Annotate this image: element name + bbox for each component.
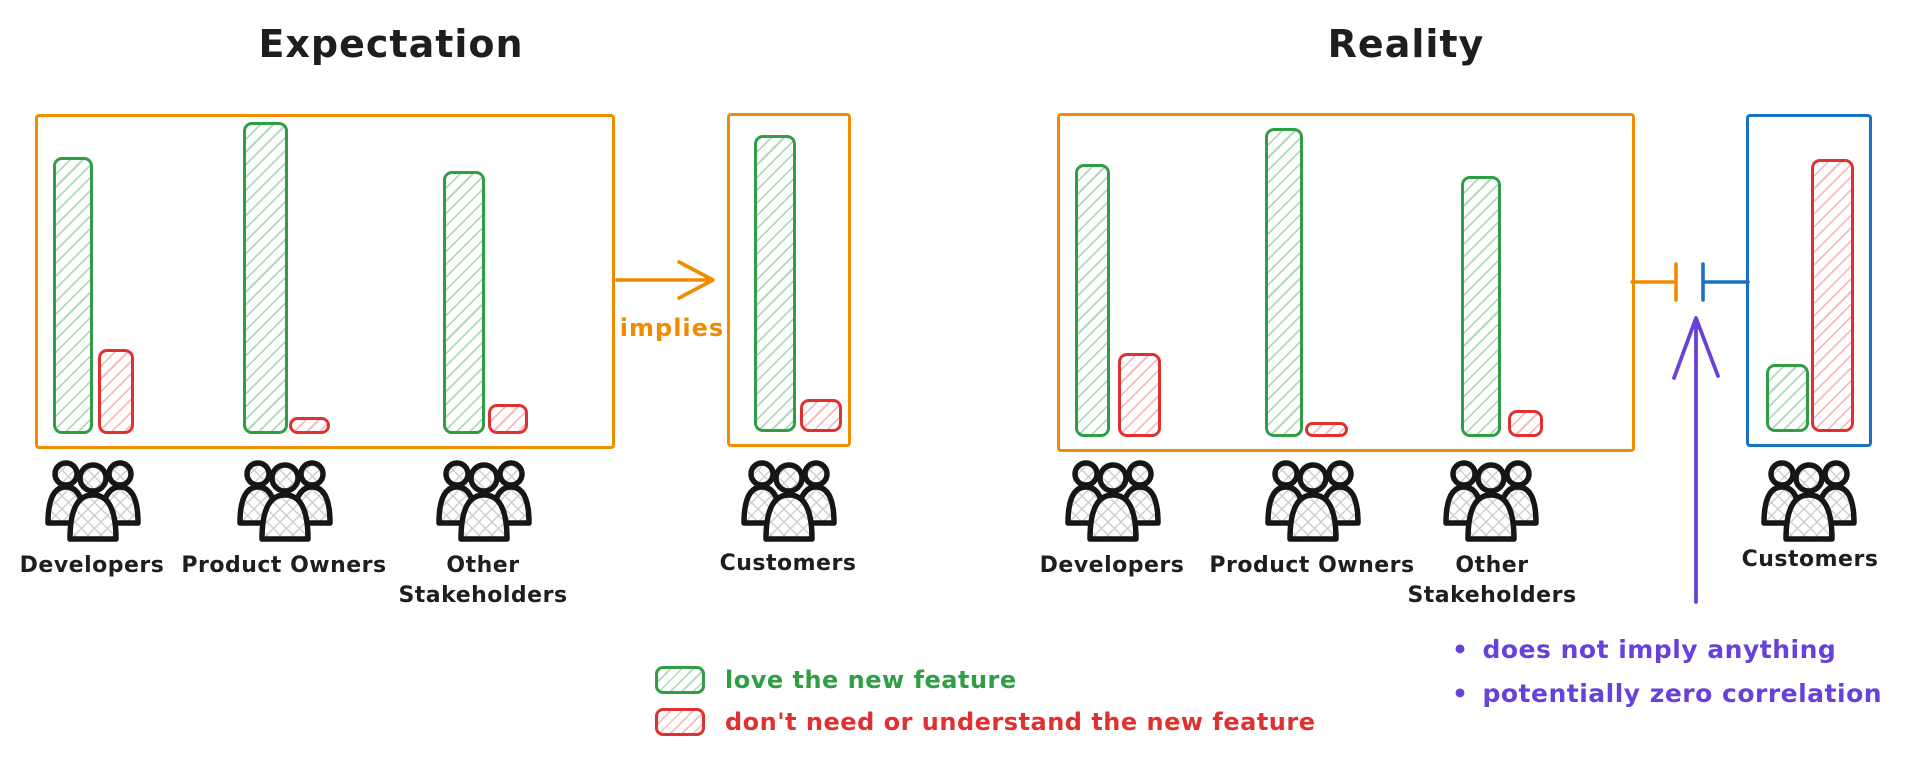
people-group-icon [1752, 457, 1864, 543]
bar-dont-need-feature [289, 417, 330, 434]
people-group-icon [1056, 457, 1168, 543]
label-product-owners: Product Owners [1209, 553, 1415, 578]
people-group-icon [1256, 457, 1368, 543]
bar-love-feature [1766, 364, 1809, 432]
expectation-customers-box [727, 113, 851, 447]
bar-love-feature [243, 122, 288, 434]
people-group-icon [732, 457, 844, 543]
people-group-icon [1434, 457, 1546, 543]
note-item: • does not imply anything [1452, 628, 1882, 672]
people-group-svg [1761, 460, 1857, 542]
people-group-svg [741, 460, 837, 542]
bar-dont-need-feature [800, 399, 842, 432]
bar-love-feature [53, 157, 93, 434]
broken-link-icon [1630, 262, 1750, 302]
note-text: does not imply anything [1482, 635, 1837, 664]
reality-customers-box [1746, 114, 1872, 447]
reality-notes: • does not imply anything • potentially ze… [1452, 628, 1882, 716]
bar-dont-need-feature [1811, 159, 1854, 432]
label-developers: Developers [1039, 553, 1185, 578]
implies-arrow-icon [615, 260, 715, 300]
bar-love-feature [1075, 164, 1110, 437]
people-group-svg [436, 460, 532, 542]
expectation-stakeholders-box [35, 114, 615, 449]
label-customers: Customers [1741, 547, 1879, 572]
legend-item-love: love the new feature [655, 666, 1017, 694]
people-group-svg [45, 460, 141, 542]
note-pointer-arrow-icon [1672, 316, 1720, 604]
note-text: potentially zero correlation [1482, 679, 1883, 708]
bar-dont-need-feature [1305, 422, 1348, 437]
bar-dont-need-feature [98, 349, 134, 434]
people-group-svg [1065, 460, 1161, 542]
people-group-icon [36, 457, 148, 543]
legend-label-dont-need: don't need or understand the new feature [725, 708, 1316, 736]
label-developers: Developers [19, 553, 165, 578]
bar-love-feature [1461, 176, 1501, 437]
bar-love-feature [754, 135, 796, 432]
legend-swatch-red [655, 708, 705, 736]
people-group-svg [237, 460, 333, 542]
bar-dont-need-feature [1508, 410, 1543, 437]
bar-love-feature [1265, 128, 1303, 437]
note-item: • potentially zero correlation [1452, 672, 1882, 716]
people-group-svg [1265, 460, 1361, 542]
people-group-icon [427, 457, 539, 543]
legend-swatch-green [655, 666, 705, 694]
bar-love-feature [443, 171, 485, 434]
reality-panel-title: Reality [1327, 22, 1485, 66]
bullet-dot: • [1452, 679, 1469, 708]
expectation-panel-title: Expectation [258, 22, 524, 66]
implies-label: implies [619, 314, 725, 342]
reality-stakeholders-box [1057, 113, 1635, 452]
legend-item-dont-need: don't need or understand the new feature [655, 708, 1316, 736]
bar-dont-need-feature [488, 404, 528, 434]
label-product-owners: Product Owners [181, 553, 387, 578]
people-group-svg [1443, 460, 1539, 542]
bar-dont-need-feature [1118, 353, 1161, 437]
people-group-icon [228, 457, 340, 543]
legend-label-love: love the new feature [725, 666, 1017, 694]
bullet-dot: • [1452, 635, 1469, 664]
label-customers: Customers [719, 551, 857, 576]
